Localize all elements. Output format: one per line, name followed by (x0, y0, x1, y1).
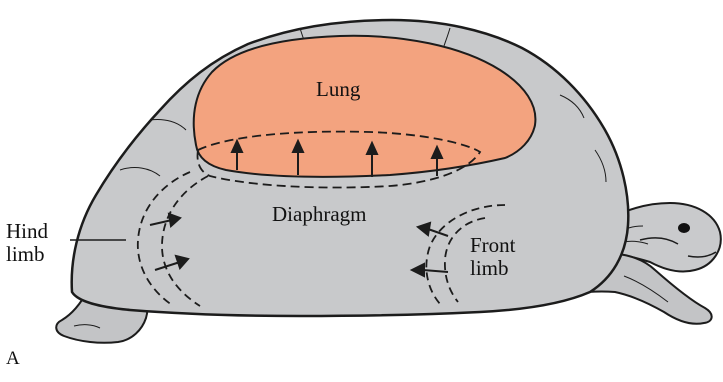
panel-letter: A (6, 347, 20, 370)
eye-icon (678, 223, 690, 233)
front-limb-label-line2: limb (470, 257, 516, 280)
diaphragm-label: Diaphragm (272, 203, 366, 226)
lung-label: Lung (316, 78, 360, 101)
front-limb-label: Front limb (470, 234, 516, 280)
front-limb-label-line1: Front (470, 234, 516, 257)
hind-limb-label-line1: Hind (6, 220, 48, 243)
hind-limb-label: Hind limb (6, 220, 48, 266)
hind-limb-label-line2: limb (6, 243, 48, 266)
